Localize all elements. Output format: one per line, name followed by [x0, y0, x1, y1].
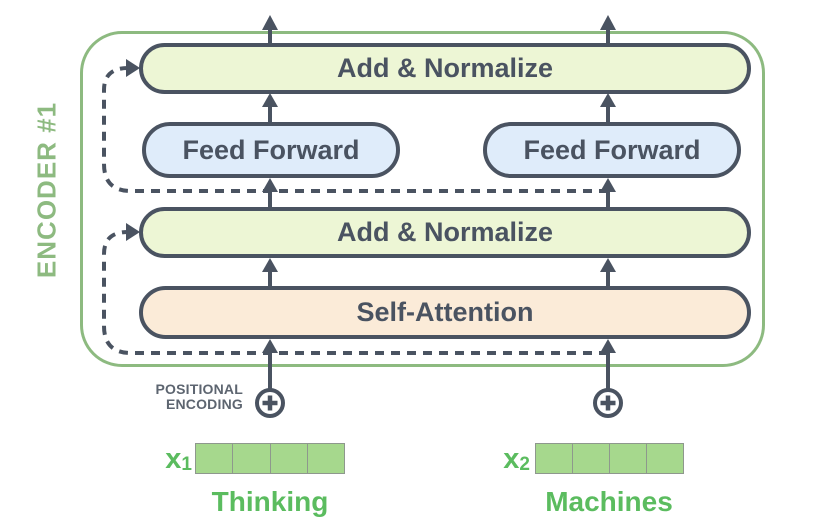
input-x1-word: Thinking [211, 486, 329, 517]
vector-cell [535, 443, 573, 474]
feed-forward-left-label: Feed Forward [182, 134, 360, 165]
feed-forward-right-box: Feed Forward [483, 122, 741, 178]
feed-forward-left-box: Feed Forward [142, 122, 400, 178]
input-x1-subscript: 1 [181, 453, 192, 475]
positional-encoding-line2: ENCODING [165, 396, 243, 412]
add-normalize-top-label: Add & Normalize [336, 53, 554, 83]
encoder-label: ENCODER #1 [31, 101, 62, 279]
encoder-boundary-box [80, 31, 765, 367]
input-x2-var: x [503, 442, 520, 475]
positional-add-icon-left [255, 388, 285, 418]
add-normalize-top-box: Add & Normalize [139, 43, 751, 94]
input-x2-word: Machines [545, 486, 673, 517]
input-x2-subscript: 2 [519, 453, 530, 475]
input-x1-vector [195, 443, 345, 474]
self-attention-box: Self-Attention [139, 286, 751, 339]
input-x2-vector [535, 443, 684, 474]
self-attention-label: Self-Attention [356, 297, 534, 327]
vector-cell [572, 443, 610, 474]
vector-cell [646, 443, 684, 474]
vector-cell [269, 443, 308, 474]
vector-cell [232, 443, 271, 474]
vector-cell [306, 443, 345, 474]
positional-encoding-label: POSITIONAL ENCODING [155, 382, 243, 412]
vector-cell [609, 443, 647, 474]
input-x1-var: x [165, 442, 182, 475]
positional-encoding-line1: POSITIONAL [155, 381, 243, 397]
feed-forward-right-label: Feed Forward [523, 134, 701, 165]
add-normalize-bottom-label: Add & Normalize [336, 217, 554, 247]
positional-add-icon-right [593, 388, 623, 418]
vector-cell [195, 443, 234, 474]
add-normalize-bottom-box: Add & Normalize [139, 207, 751, 258]
